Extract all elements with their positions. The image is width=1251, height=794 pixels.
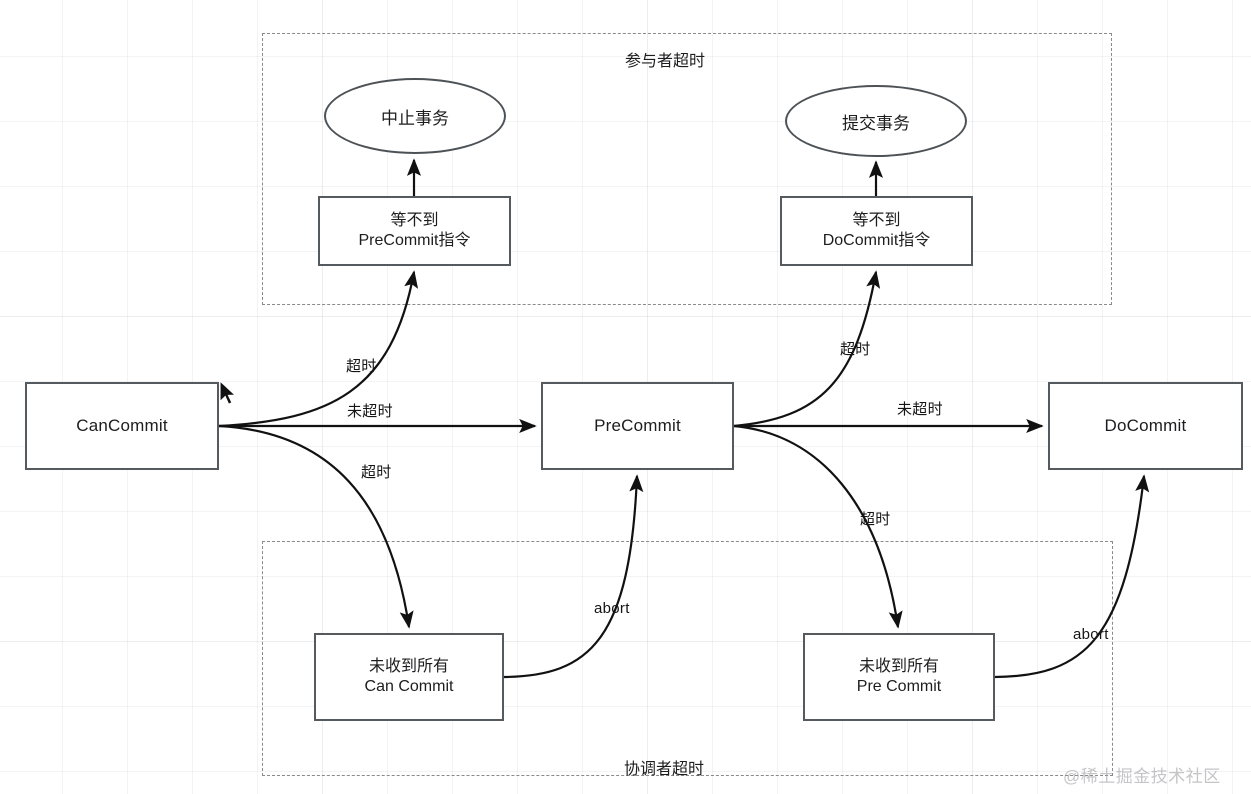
node-missing-all-cancommit[interactable]: 未收到所有 Can Commit <box>314 633 504 721</box>
node-missing-all-cancommit-label: 未收到所有 Can Commit <box>364 657 454 695</box>
edge-cancommit-to-missing-cancommit <box>218 424 414 629</box>
node-missing-all-precommit[interactable]: 未收到所有 Pre Commit <box>803 633 995 721</box>
edge-label-precommit-timeout-down: 超时 <box>860 511 891 528</box>
edge-label-cancommit-timeout-up: 超时 <box>346 358 377 375</box>
edge-label-precommit-not-timeout: 未超时 <box>897 401 943 418</box>
node-abort-transaction-label: 中止事务 <box>381 108 449 128</box>
edge-missing-cancommit-to-precommit <box>503 474 644 679</box>
edge-label-precommit-timeout-up: 超时 <box>840 341 871 358</box>
edge-label-abort-right: abort <box>1073 626 1109 643</box>
edge-label-cancommit-not-timeout: 未超时 <box>347 403 393 420</box>
edge-precommit-to-no-docommit <box>733 270 881 428</box>
node-missing-all-precommit-label: 未收到所有 Pre Commit <box>856 657 942 695</box>
node-pre-commit-label: PreCommit <box>594 416 681 436</box>
node-commit-transaction-label: 提交事务 <box>842 113 910 133</box>
edge-precommit-to-missing-precommit <box>733 424 903 629</box>
node-no-precommit-cmd-label: 等不到 PreCommit指令 <box>358 211 471 249</box>
group-participant-timeout <box>262 33 1112 305</box>
edge-cancommit-to-no-precommit <box>218 270 419 428</box>
watermark: @稀土掘金技术社区 <box>1063 767 1221 786</box>
group-label-participant-timeout: 参与者超时 <box>625 53 706 70</box>
node-pre-commit[interactable]: PreCommit <box>541 382 734 470</box>
edge-label-abort-left: abort <box>594 600 630 617</box>
edge-label-cancommit-timeout-down: 超时 <box>361 464 392 481</box>
node-commit-transaction[interactable]: 提交事务 <box>785 85 967 157</box>
node-can-commit[interactable]: CanCommit <box>25 382 219 470</box>
node-do-commit[interactable]: DoCommit <box>1048 382 1243 470</box>
node-abort-transaction[interactable]: 中止事务 <box>324 78 506 154</box>
node-do-commit-label: DoCommit <box>1104 416 1187 436</box>
node-no-docommit-cmd[interactable]: 等不到 DoCommit指令 <box>780 196 973 266</box>
node-no-precommit-cmd[interactable]: 等不到 PreCommit指令 <box>318 196 511 266</box>
node-can-commit-label: CanCommit <box>76 416 168 436</box>
group-coordinator-timeout <box>262 541 1113 776</box>
node-no-docommit-cmd-label: 等不到 DoCommit指令 <box>822 211 931 249</box>
edge-missing-precommit-to-docommit <box>994 474 1150 679</box>
group-label-coordinator-timeout: 协调者超时 <box>624 761 705 778</box>
